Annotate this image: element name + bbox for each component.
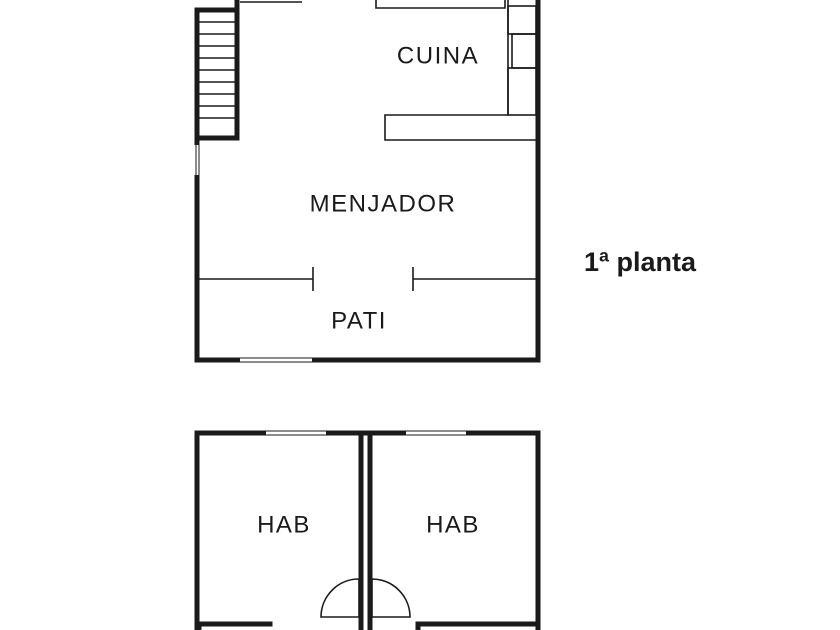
appliance-3 [507,67,537,116]
staircase [194,7,240,141]
lower-window-right-gap [406,429,466,438]
lower-block: HAB HAB [194,429,541,630]
appliance-2 [511,33,537,69]
room-label-pati: PATI [331,307,387,334]
left-window-gap [193,145,202,175]
kitchen-counter [384,0,536,141]
appliance-1 [507,5,537,35]
lower-bottom-left [196,621,273,630]
floor-label: 1ª planta [584,247,697,277]
upper-block: CUINA MENJADOR PATI [193,0,541,365]
room-label-hab-left: HAB [257,511,311,538]
lower-bottom-right [415,621,539,630]
upper-outer-walls [194,0,541,363]
bottom-window-gap [240,356,312,365]
kitchen-top-counter [375,0,506,9]
door-right [371,578,411,618]
lower-window-left-gap [266,429,326,438]
door-left [320,578,360,618]
room-label-hab-right: HAB [426,511,480,538]
room-label-menjador: MENJADOR [310,190,457,217]
room-label-cuina: CUINA [397,42,479,69]
